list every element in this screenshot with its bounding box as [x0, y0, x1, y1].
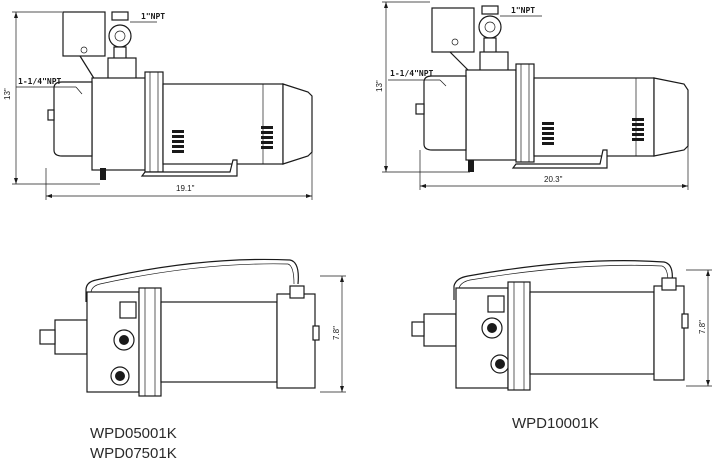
- pressure-switch-box: [54, 319, 88, 355]
- side-view-right: 20.3" 13" 1"NPT 1-1/4"NPT: [375, 1, 689, 190]
- inlet-port: [423, 75, 467, 151]
- sense-hose: [85, 258, 299, 302]
- model-name: WPD10001K: [512, 415, 599, 432]
- motor-end-cap: [276, 293, 316, 389]
- motor-body: [529, 291, 655, 375]
- top-view-right: 7.8": [411, 260, 712, 391]
- height-dimension: 7.8": [332, 326, 341, 340]
- motor-end-cap: [282, 83, 313, 165]
- inlet-port: [53, 81, 93, 157]
- model-name: WPD05001K: [90, 425, 177, 442]
- outlet-label: 1"NPT: [141, 12, 165, 21]
- motor-end-cap: [653, 285, 685, 381]
- side-view-left: 19.1" 13" 1"NPT 1-1/4"NPT: [3, 11, 313, 200]
- outlet-label: 1"NPT: [511, 6, 535, 15]
- pressure-switch-box: [62, 11, 106, 57]
- motor-body: [533, 77, 655, 157]
- top-view-left: 7.8": [39, 258, 346, 397]
- motor-body: [160, 301, 278, 383]
- pump-head: [91, 77, 148, 171]
- motor-end-cap: [653, 77, 689, 157]
- inlet-label: 1-1/4"NPT: [390, 69, 434, 78]
- inlet-label: 1-1/4"NPT: [18, 77, 62, 86]
- sense-hose: [453, 260, 673, 300]
- height-dimension: 13": [375, 80, 384, 92]
- outlet-fitting: [478, 15, 502, 39]
- height-dimension: 13": [3, 88, 12, 100]
- pressure-switch-box: [423, 313, 457, 347]
- width-dimension: 20.3": [544, 175, 563, 184]
- model-name: WPD07501K: [90, 445, 177, 462]
- pressure-switch-box: [431, 7, 475, 53]
- pump-head: [465, 69, 517, 161]
- width-dimension: 19.1": [176, 184, 195, 193]
- height-dimension: 7.8": [698, 320, 707, 334]
- model-label-right: WPD10001K: [512, 414, 599, 434]
- outlet-fitting: [108, 24, 132, 48]
- model-label-left: WPD05001K WPD07501K: [90, 424, 177, 464]
